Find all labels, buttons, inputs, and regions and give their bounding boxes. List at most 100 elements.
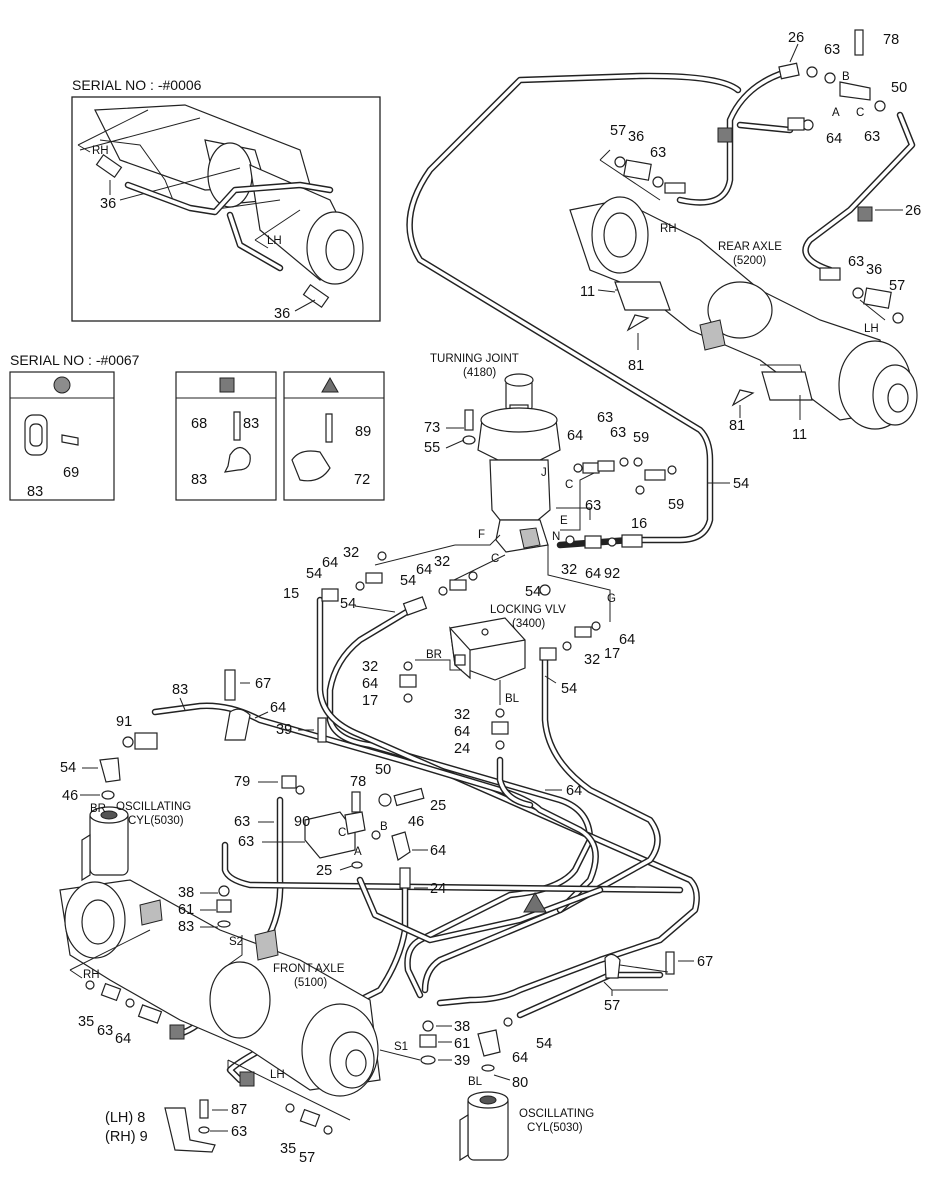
part-number: 46 xyxy=(408,814,424,830)
part-number: 83 xyxy=(27,484,43,500)
part-number: 63 xyxy=(848,254,864,270)
part-number: 63 xyxy=(234,814,250,830)
part-number: 83 xyxy=(243,416,259,432)
part-number: 64 xyxy=(566,783,582,799)
part-number: 63 xyxy=(231,1124,247,1140)
part-number: 87 xyxy=(231,1102,247,1118)
part-number: 83 xyxy=(191,472,207,488)
part-number: 64 xyxy=(362,676,378,692)
port-label: E xyxy=(560,515,568,527)
part-number: 26 xyxy=(788,30,804,46)
part-number: 64 xyxy=(416,562,432,578)
part-number: 63 xyxy=(824,42,840,58)
port-label: C xyxy=(856,107,864,119)
part-number: 57 xyxy=(299,1150,315,1166)
legend-triangle-panel: 89 72 xyxy=(283,371,385,501)
part-number: 54 xyxy=(733,476,749,492)
part-number: 59 xyxy=(668,497,684,513)
part-number: 54 xyxy=(306,566,322,582)
part-number: 79 xyxy=(234,774,250,790)
osc-cyl-right-label: OSCILLATING xyxy=(519,1108,594,1120)
legend-square-panel: 83 68 83 xyxy=(175,371,277,501)
part-number: 25 xyxy=(430,798,446,814)
front-axle-label: FRONT AXLE xyxy=(273,963,345,975)
port-label: LH xyxy=(270,1069,285,1081)
part-number: 73 xyxy=(424,420,440,436)
osc-cyl-right-code: CYL(5030) xyxy=(527,1122,583,1134)
port-label: S2 xyxy=(229,936,243,948)
part-number: 63 xyxy=(97,1023,113,1039)
part-number: 35 xyxy=(78,1014,94,1030)
part-number: 36 xyxy=(274,306,290,322)
part-number: 81 xyxy=(729,418,745,434)
part-number: 64 xyxy=(619,632,635,648)
part-number: 26 xyxy=(905,203,921,219)
part-number: 32 xyxy=(434,554,450,570)
turning-joint-label: TURNING JOINT xyxy=(430,353,519,365)
part-number: 25 xyxy=(316,863,332,879)
part-number: 32 xyxy=(561,562,577,578)
part-number: 68 xyxy=(191,416,207,432)
oscillating-cylinder-left-drawing xyxy=(81,806,129,882)
part-number: 46 xyxy=(62,788,78,804)
port-label: A xyxy=(832,107,840,119)
part-number: 63 xyxy=(610,425,626,441)
part-number: 64 xyxy=(430,843,446,859)
square-marker-icon xyxy=(857,206,873,222)
part-number: 89 xyxy=(355,424,371,440)
part-number: 36 xyxy=(100,196,116,212)
center-manifold-drawing xyxy=(281,775,425,869)
part-number: 17 xyxy=(604,646,620,662)
part-number: 54 xyxy=(561,681,577,697)
part-number: 83 xyxy=(178,919,194,935)
part-number: 64 xyxy=(826,131,842,147)
part-number: 67 xyxy=(255,676,271,692)
rear-fittings xyxy=(614,29,904,407)
inset-axle-drawing xyxy=(77,104,364,309)
part-number: 35 xyxy=(280,1141,296,1157)
pipe-routing xyxy=(151,68,916,1084)
part-number: 54 xyxy=(340,596,356,612)
bracket-side-label: (RH) 9 xyxy=(105,1129,148,1145)
osc-cyl-left-code: CYL(5030) xyxy=(128,815,184,827)
port-label: RH xyxy=(83,969,100,981)
front-axle-code: (5100) xyxy=(294,977,327,989)
part-number: 64 xyxy=(115,1031,131,1047)
part-number: 32 xyxy=(362,659,378,675)
port-label: C xyxy=(491,553,499,565)
triangle-marker-icon xyxy=(523,892,547,913)
osc-cyl-left-label: OSCILLATING xyxy=(116,801,191,813)
part-number: 59 xyxy=(633,430,649,446)
part-number: 92 xyxy=(604,566,620,582)
port-label: LH xyxy=(864,323,879,335)
locking-valve-drawing xyxy=(449,617,526,681)
port-label: C xyxy=(338,827,346,839)
part-number: 64 xyxy=(585,566,601,582)
part-number: 36 xyxy=(628,129,644,145)
port-label: BL xyxy=(468,1076,483,1088)
oscillating-cylinder-right-drawing xyxy=(459,1091,509,1162)
port-label: A xyxy=(354,846,362,858)
part-number: 57 xyxy=(889,278,905,294)
square-marker-icon xyxy=(239,1071,255,1087)
front-axle-drawing xyxy=(59,879,381,1121)
turning-joint-fittings xyxy=(321,409,677,661)
rear-axle-label: REAR AXLE xyxy=(718,241,782,253)
part-number: 80 xyxy=(512,1075,528,1091)
port-label: RH xyxy=(92,145,109,157)
port-label: LH xyxy=(267,235,282,247)
part-number: 11 xyxy=(580,284,595,300)
part-number: 38 xyxy=(178,885,194,901)
part-number: 32 xyxy=(584,652,600,668)
port-label: F xyxy=(478,529,485,541)
port-label: B xyxy=(380,821,388,833)
part-number: 32 xyxy=(454,707,470,723)
port-label: BR xyxy=(90,803,106,815)
port-label: RH xyxy=(660,223,677,235)
part-number: 64 xyxy=(512,1050,528,1066)
part-number: 64 xyxy=(322,555,338,571)
part-number: 16 xyxy=(631,516,647,532)
bracket-side-label: (LH) 8 xyxy=(105,1110,145,1126)
part-number: 55 xyxy=(424,440,440,456)
port-label: N xyxy=(552,531,560,543)
